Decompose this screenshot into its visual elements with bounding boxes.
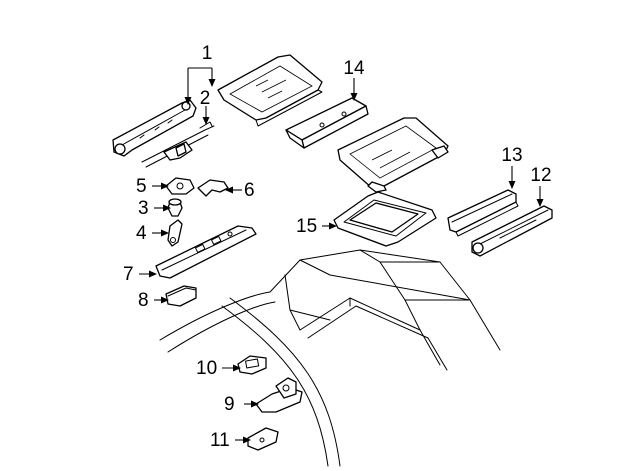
part-5-bracket: [165, 177, 195, 195]
callout-1: 1: [202, 43, 213, 64]
part-4-link: [167, 219, 183, 247]
callout-5: 5: [136, 176, 147, 197]
part-12-side-rail: [471, 205, 553, 257]
part-10-clip: [237, 355, 267, 375]
part-13-side-rail: [447, 189, 519, 237]
part-8-cover: [165, 285, 197, 307]
sunroof-glass-panel-upper: [217, 54, 323, 127]
callout-14: 14: [343, 58, 365, 79]
part-9-hinge: [255, 377, 303, 413]
part-15-seal-frame: [333, 191, 437, 247]
callout-7: 7: [123, 264, 134, 285]
part-7-guide-rail: [155, 225, 257, 279]
leader-lines: [139, 67, 544, 444]
callout-9: 9: [224, 394, 235, 415]
vehicle-roof-outline: [159, 249, 501, 467]
callout-8: 8: [138, 290, 149, 311]
callout-3: 3: [138, 198, 149, 219]
part-11-plate: [247, 427, 279, 451]
callout-15: 15: [296, 216, 317, 237]
callout-12: 12: [530, 165, 551, 186]
sunroof-glass-panel-middle: [337, 117, 449, 193]
callout-2: 2: [200, 88, 211, 109]
callout-labels: 1 2 3 4 5 6 7 8 9 10 11 12 13 14 15: [123, 43, 552, 451]
callout-10: 10: [196, 358, 217, 379]
callout-11: 11: [210, 430, 230, 451]
part-2-drive-cable: [141, 121, 215, 168]
part-3-grommet: [167, 198, 183, 217]
callout-4: 4: [136, 223, 147, 244]
callout-6: 6: [244, 180, 255, 201]
part-14-deflector: [285, 97, 369, 149]
part-6-clip: [197, 179, 229, 197]
callout-13: 13: [501, 145, 522, 166]
